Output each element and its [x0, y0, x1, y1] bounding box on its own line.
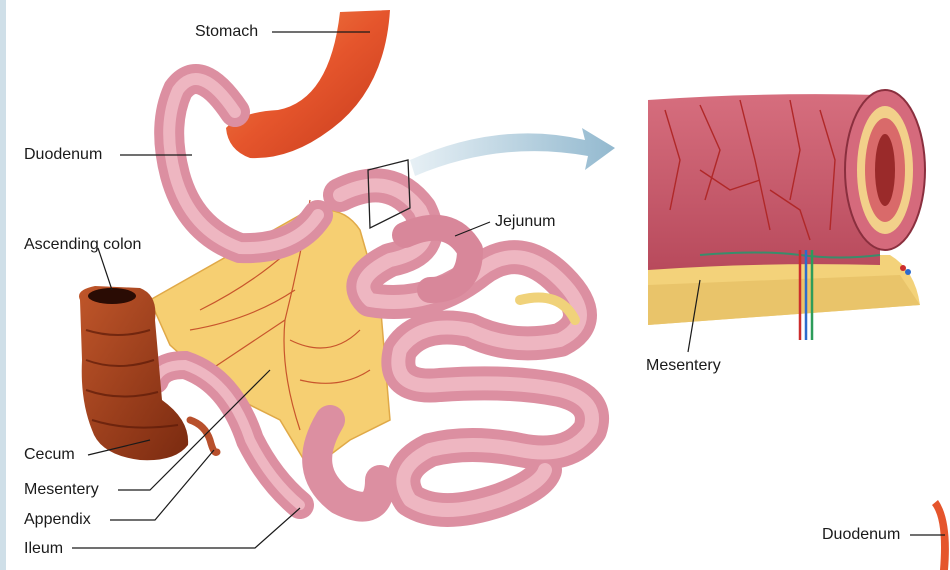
label-stomach: Stomach [195, 23, 258, 41]
label-ascending-colon: Ascending colon [24, 236, 141, 254]
label-inset-mesentery: Mesentery [646, 357, 721, 375]
colon-opening [88, 288, 136, 304]
inset-cross-section [648, 90, 925, 340]
zoom-arrow [410, 128, 615, 176]
label-mesentery: Mesentery [24, 481, 99, 499]
label-cecum: Cecum [24, 446, 75, 464]
left-edge-strip [0, 0, 6, 570]
label-ileum: Ileum [24, 540, 63, 558]
label-jejunum: Jejunum [495, 213, 555, 231]
label-duodenum-bottom: Duodenum [822, 526, 900, 544]
label-duodenum: Duodenum [24, 146, 102, 164]
label-appendix: Appendix [24, 511, 91, 529]
